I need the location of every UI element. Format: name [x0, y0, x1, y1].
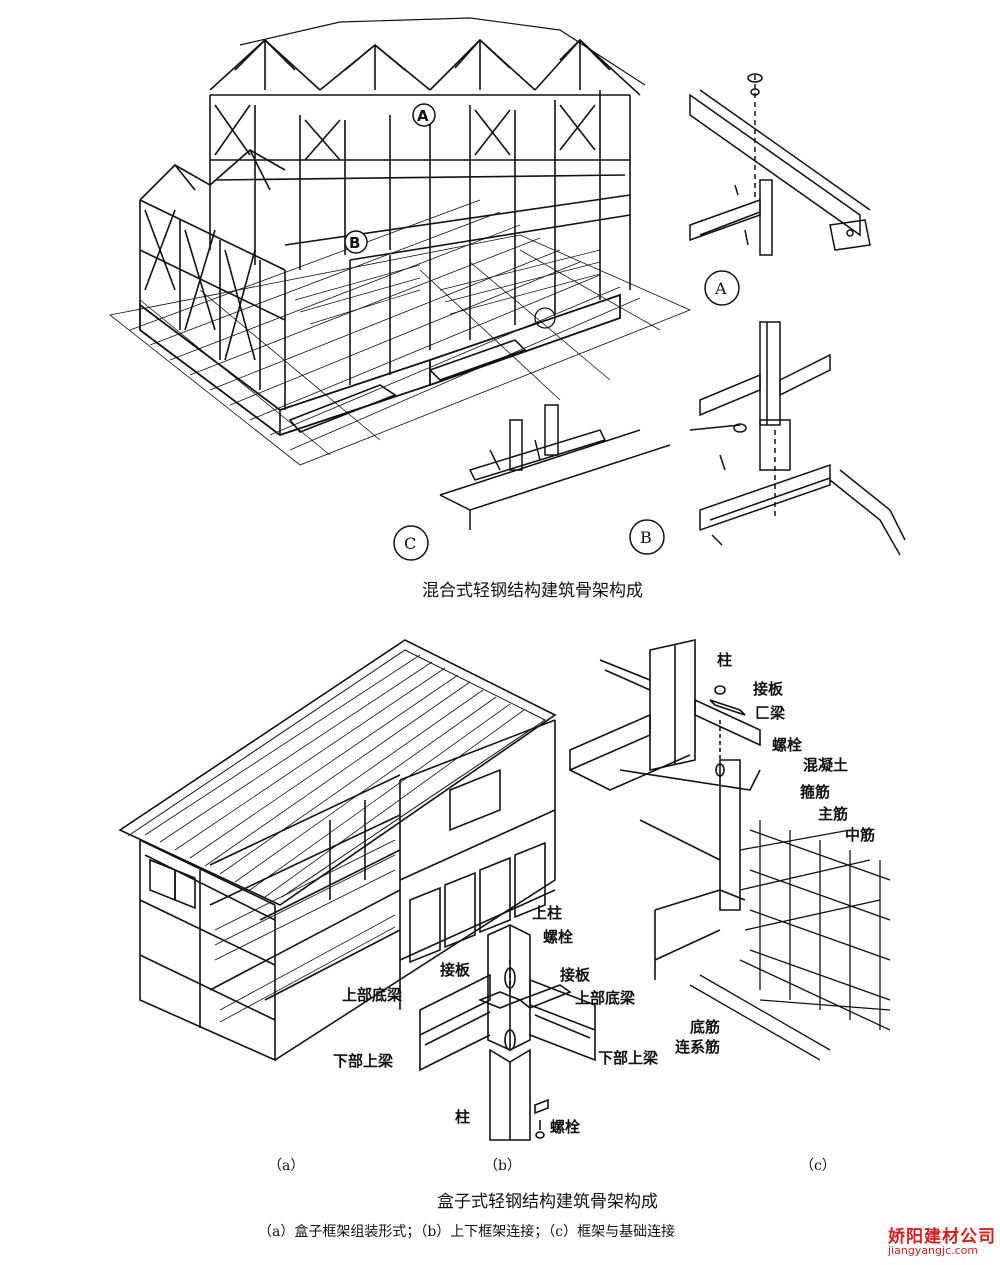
house-marker-b: B: [344, 230, 368, 254]
label-plate-c: 接板: [753, 680, 784, 698]
label-middle-bar: 中筋: [845, 826, 875, 844]
panel-letter-a: （a）: [268, 1158, 304, 1174]
label-concrete: 混凝土: [803, 756, 848, 774]
panel-letter-c: （c）: [800, 1158, 836, 1174]
label-lower-beam-right: 下部上梁: [598, 1049, 659, 1067]
svg-text:A: A: [417, 107, 429, 125]
watermark-title: 娇阳建材公司: [888, 1227, 996, 1247]
bottom-caption: 盒子式轻钢结构建筑骨架构成: [437, 1192, 658, 1212]
detail-b-circle: B: [629, 519, 665, 555]
hybrid-house-illustration: [109, 17, 692, 466]
house-marker-c: [534, 307, 556, 329]
detail-c-circle: C: [393, 525, 429, 561]
foundation-connection-illustration: [569, 639, 891, 1061]
label-plate-right: 接板: [560, 966, 591, 984]
label-upper-column: 上柱: [532, 904, 562, 922]
label-column-c: 柱: [717, 651, 732, 669]
label-tie-bar: 连系筋: [675, 1038, 720, 1056]
svg-text:C: C: [404, 534, 416, 553]
label-stirrup: 箍筋: [800, 783, 830, 801]
box-house-illustration: [118, 639, 557, 1062]
detail-a-joint: [689, 73, 871, 256]
label-bolt-top: 螺栓: [543, 928, 573, 946]
house-marker-a: A: [412, 103, 436, 127]
top-caption: 混合式轻钢结构建筑骨架构成: [422, 581, 643, 601]
labels-c: 柱 接板 匚梁 螺栓 混凝土 箍筋 主筋 中筋 底筋 连系筋: [675, 651, 875, 1056]
label-lower-beam-left: 下部上梁: [333, 1052, 394, 1070]
detail-a-circle: A: [704, 270, 740, 306]
label-upper-sill-left: 上部底梁: [342, 986, 403, 1004]
bottom-subcaption: （a）盒子框架组装形式；（b）上下框架连接；（c）框架与基础连接: [258, 1223, 675, 1240]
label-column-b: 柱: [455, 1108, 470, 1126]
svg-text:B: B: [640, 528, 652, 547]
label-c-beam: 匚梁: [755, 704, 786, 722]
label-bottom-bar: 底筋: [690, 1018, 720, 1036]
svg-text:A: A: [714, 279, 727, 298]
label-bolt-bottom: 螺栓: [550, 1118, 580, 1136]
label-plate-left: 接板: [440, 961, 471, 979]
watermark-box: [886, 1221, 994, 1259]
label-main-bar: 主筋: [818, 805, 848, 823]
label-bolt-c: 螺栓: [772, 736, 802, 754]
detail-c-joint: [439, 404, 671, 530]
frame-connection-illustration: [419, 924, 596, 1141]
panel-letter-b: （b）: [484, 1158, 521, 1174]
label-upper-sill-right: 上部底梁: [575, 989, 636, 1007]
labels-b: 上柱 螺栓 接板 接板 上部底梁 上部底梁 下部上梁 下部上梁 柱 螺栓: [333, 904, 659, 1136]
watermark-url: jiangyangjc.com: [888, 1244, 979, 1257]
svg-text:B: B: [349, 234, 360, 252]
detail-b-joint: [689, 321, 906, 556]
